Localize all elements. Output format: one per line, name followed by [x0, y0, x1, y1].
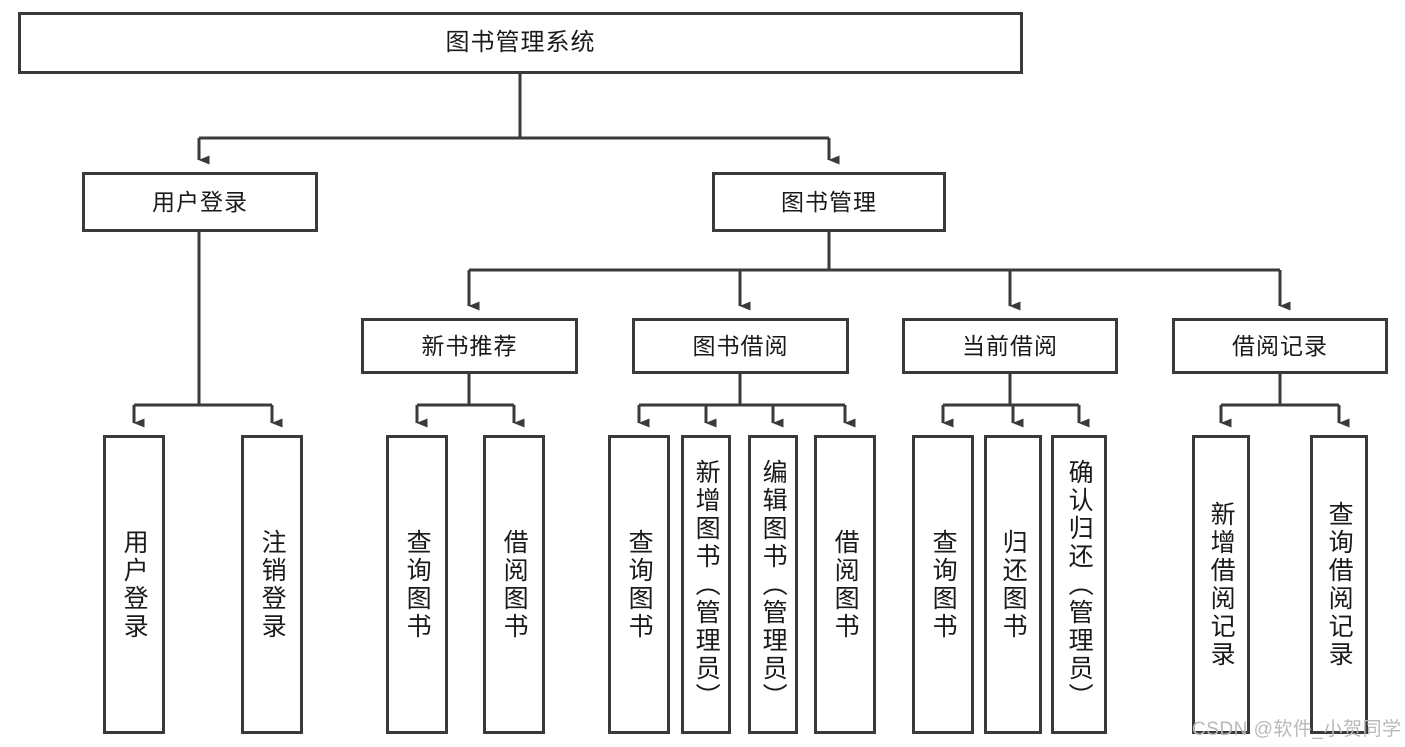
node-label-leaf-borrow-book-1: 借阅图书	[500, 528, 529, 641]
node-leaf-add-record[interactable]: 新增借阅记录	[1192, 435, 1250, 734]
node-label-book-borrow: 图书借阅	[692, 332, 789, 359]
node-label-leaf-add-record: 新增借阅记录	[1207, 500, 1236, 669]
node-label-leaf-add-book: 新增图书（管理员）	[692, 458, 721, 711]
node-label-leaf-query-book-2: 查询图书	[625, 528, 654, 641]
node-book-borrow[interactable]: 图书借阅	[632, 318, 849, 374]
node-leaf-user-login[interactable]: 用户登录	[103, 435, 165, 734]
node-label-leaf-borrow-book-2: 借阅图书	[831, 528, 860, 641]
node-label-book-manage: 图书管理	[781, 188, 877, 215]
node-label-current-borrow: 当前借阅	[962, 332, 1058, 359]
node-leaf-return-book[interactable]: 归还图书	[984, 435, 1042, 734]
node-label-leaf-query-record: 查询借阅记录	[1325, 500, 1354, 669]
node-leaf-query-record[interactable]: 查询借阅记录	[1310, 435, 1368, 734]
node-label-leaf-edit-book: 编辑图书（管理员）	[759, 458, 788, 711]
node-leaf-add-book[interactable]: 新增图书（管理员）	[681, 435, 731, 734]
node-label-leaf-user-logout: 注销登录	[258, 528, 287, 641]
connector-lines	[132, 74, 1350, 428]
node-label-leaf-query-book-1: 查询图书	[403, 528, 432, 641]
node-leaf-confirm-return[interactable]: 确认归还（管理员）	[1051, 435, 1107, 734]
node-label-borrow-record: 借阅记录	[1232, 332, 1328, 359]
node-root[interactable]: 图书管理系统	[18, 12, 1023, 74]
node-current-borrow[interactable]: 当前借阅	[902, 318, 1118, 374]
node-leaf-query-book-1[interactable]: 查询图书	[386, 435, 448, 734]
node-new-book-rec[interactable]: 新书推荐	[361, 318, 578, 374]
node-label-root: 图书管理系统	[445, 29, 596, 57]
node-leaf-borrow-book-2[interactable]: 借阅图书	[814, 435, 876, 734]
node-label-leaf-confirm-return: 确认归还（管理员）	[1065, 458, 1094, 711]
node-label-user-login: 用户登录	[152, 188, 248, 215]
node-book-manage[interactable]: 图书管理	[712, 172, 946, 232]
node-leaf-query-book-2[interactable]: 查询图书	[608, 435, 670, 734]
node-leaf-user-logout[interactable]: 注销登录	[241, 435, 303, 734]
node-leaf-borrow-book-1[interactable]: 借阅图书	[483, 435, 545, 734]
node-label-leaf-query-book-3: 查询图书	[929, 528, 958, 641]
node-label-new-book-rec: 新书推荐	[421, 332, 518, 359]
node-borrow-record[interactable]: 借阅记录	[1172, 318, 1388, 374]
node-label-leaf-return-book: 归还图书	[999, 528, 1028, 641]
node-user-login[interactable]: 用户登录	[82, 172, 318, 232]
node-leaf-query-book-3[interactable]: 查询图书	[912, 435, 974, 734]
node-leaf-edit-book[interactable]: 编辑图书（管理员）	[748, 435, 798, 734]
node-label-leaf-user-login: 用户登录	[120, 528, 149, 641]
